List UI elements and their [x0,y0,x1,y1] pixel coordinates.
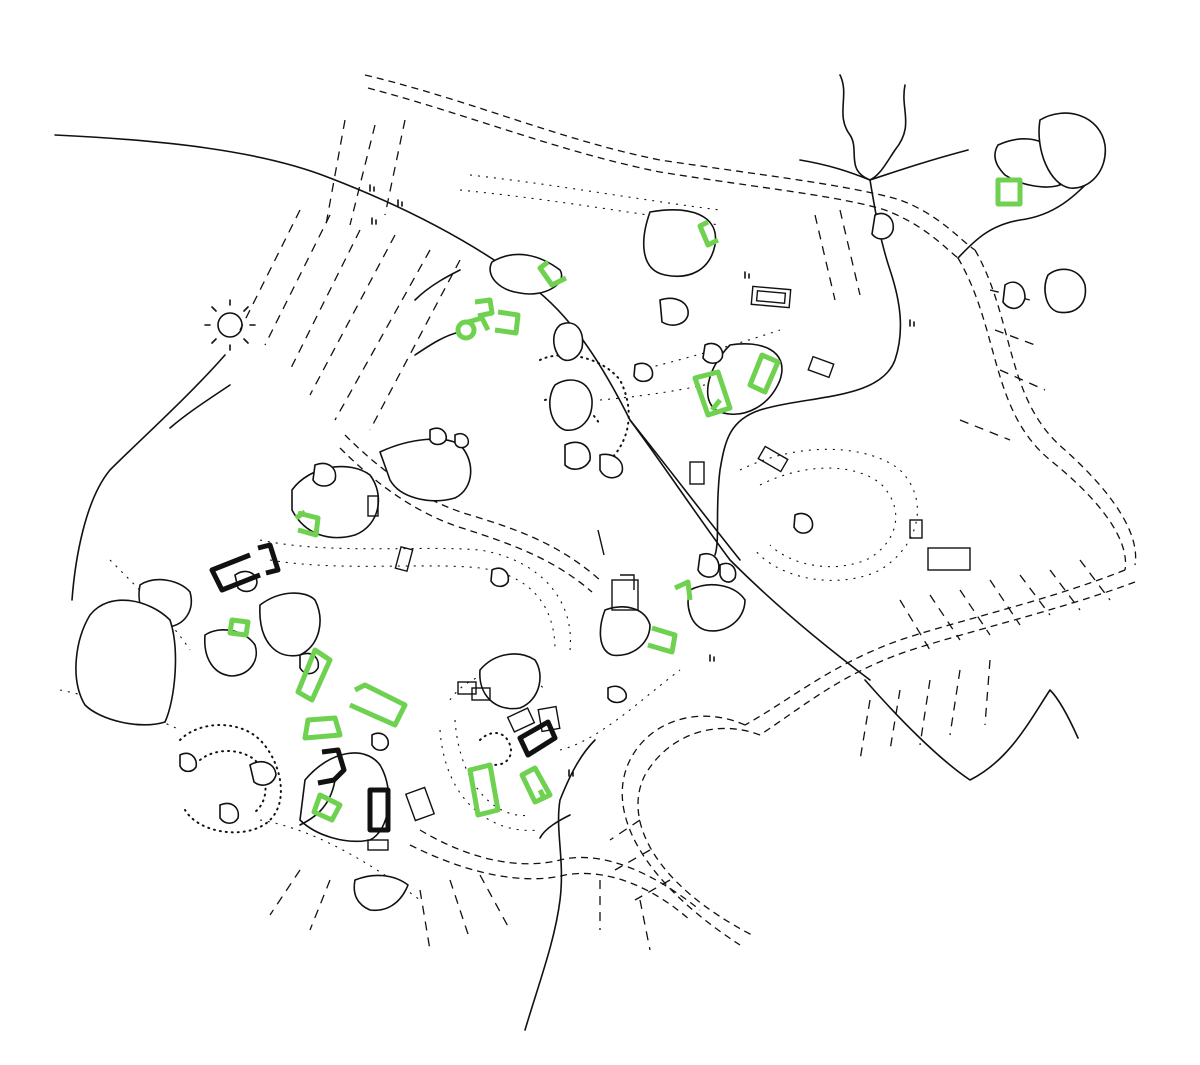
slope-hachures [239,119,1111,951]
enclosure-walls [259,138,1061,912]
highlight-structure-3 [537,260,568,288]
highlight-structure-20 [294,509,307,521]
track-north [364,74,976,259]
sun-symbol [204,299,256,351]
highlight-structure-19 [673,579,693,601]
highlight-structure-13 [348,682,408,728]
track-central [339,434,601,593]
track-south [409,715,761,946]
highlight-structure-9 [747,352,781,395]
highlight-structure-4 [494,309,521,336]
highlight-structure-12 [295,647,333,703]
highlight-structure-22 [537,788,548,802]
stream-south [524,739,596,1031]
highlight-structure-11 [227,617,251,638]
black-structures [209,542,561,833]
highlight-structure-5 [474,297,495,319]
highlight-structure-21 [710,398,722,412]
highlight-structure-8 [692,369,733,418]
boundary-lines [54,134,1079,781]
highlight-structure-7 [467,315,491,332]
highlight-structure-2 [697,219,720,248]
highlight-structure-1 [995,177,1023,207]
highlight-structure-14 [302,715,343,741]
highlight-structure-18 [647,625,678,655]
tuft-marks [369,184,915,777]
boulders [75,112,1107,825]
highlighted-structures [227,177,1023,823]
highlight-structure-16 [467,762,501,818]
ridge-hachures [59,174,918,901]
outlined-structures [367,285,971,851]
highlight-structure-10 [297,510,321,538]
highlight-structure-6 [455,319,477,341]
highlight-structure-15 [311,792,343,823]
track-east [744,249,1137,736]
stream-north [714,74,969,556]
highlight-structure-17 [519,765,553,805]
